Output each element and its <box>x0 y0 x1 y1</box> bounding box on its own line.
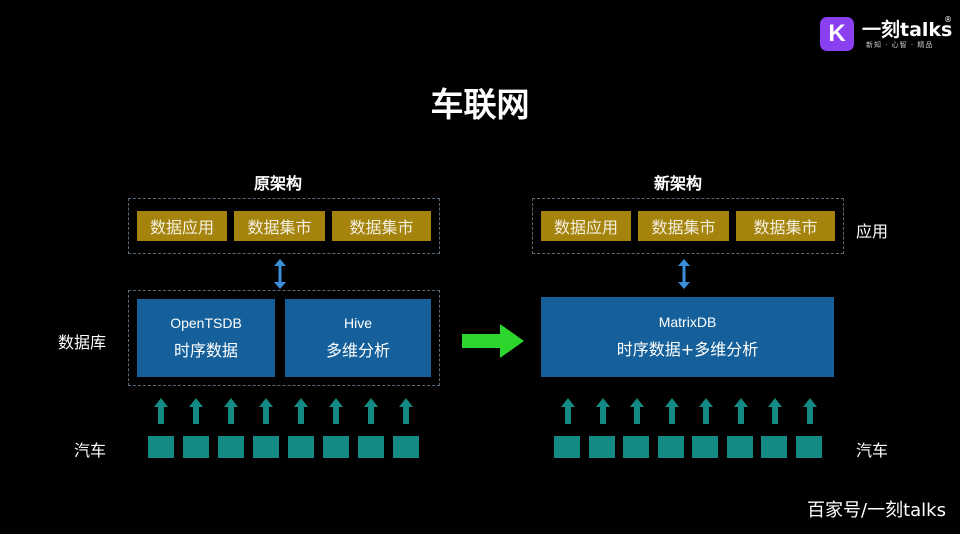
right-connector-arrow <box>678 259 690 289</box>
db-label: 数据库 <box>58 333 107 352</box>
hive-name: Hive <box>343 315 372 331</box>
car-block <box>657 436 684 458</box>
up-arrow-icon <box>399 398 413 424</box>
up-arrow-icon <box>561 398 575 424</box>
up-arrow-icon <box>294 398 308 424</box>
footer-credit: 百家号/一刻talks <box>807 500 946 521</box>
app-label: 应用 <box>856 222 889 241</box>
matrixdb-box: MatrixDB 时序数据+多维分析 <box>541 297 834 377</box>
hive-desc: 多维分析 <box>325 341 390 360</box>
left-db-group <box>128 290 440 386</box>
left-app-box-2: 数据集市 <box>234 211 325 241</box>
left-app-box-1: 数据应用 <box>137 211 227 241</box>
car-block <box>323 436 349 458</box>
matrixdb-name: MatrixDB <box>658 314 717 330</box>
car-block <box>393 436 419 458</box>
right-heading: 新架构 <box>653 174 702 193</box>
car-label-right: 汽车 <box>856 441 889 460</box>
car-block <box>148 436 174 458</box>
car-label-left: 汽车 <box>74 441 107 460</box>
opentsdb-desc: 时序数据 <box>173 341 238 360</box>
up-arrow-icon <box>664 398 679 424</box>
car-block <box>623 436 649 458</box>
left-connector-arrow <box>274 259 286 289</box>
up-arrow-icon <box>329 398 343 424</box>
up-arrow-icon <box>630 398 644 424</box>
car-block <box>554 436 580 458</box>
brand-tagline: 新知 · 心智 · 精品 <box>866 41 934 49</box>
opentsdb-name: OpenTSDB <box>170 315 242 331</box>
car-block <box>218 436 244 458</box>
car-block <box>358 436 384 458</box>
left-app-box-3: 数据集市 <box>332 211 431 241</box>
up-arrow-icon <box>802 398 817 424</box>
car-block <box>761 436 787 458</box>
migration-arrow <box>462 324 524 358</box>
page-title: 车联网 <box>430 85 530 124</box>
car-block <box>692 436 718 458</box>
car-block <box>253 436 279 458</box>
matrixdb-desc: 时序数据+多维分析 <box>616 340 759 359</box>
up-arrow-icon <box>364 398 378 424</box>
opentsdb-box: OpenTSDB 时序数据 <box>137 299 275 377</box>
right-app-box-3: 数据集市 <box>736 211 835 241</box>
left-heading: 原架构 <box>253 174 302 193</box>
up-arrow-icon <box>733 398 748 424</box>
brand-reg: ® <box>944 15 952 24</box>
logo-letter: K <box>828 20 846 47</box>
up-arrow-icon <box>768 398 782 424</box>
brand-name: 一刻talks <box>862 19 953 41</box>
car-block <box>183 436 209 458</box>
left-app-group <box>128 198 440 254</box>
up-arrow-icon <box>154 398 168 424</box>
car-block <box>726 436 753 458</box>
right-app-box-1: 数据应用 <box>541 211 631 241</box>
up-arrow-icon <box>259 398 273 424</box>
brand-logo: K <box>820 17 854 51</box>
right-app-group <box>532 198 844 254</box>
car-block <box>795 436 822 458</box>
right-app-box-2: 数据集市 <box>638 211 729 241</box>
up-arrow-icon <box>189 398 203 424</box>
up-arrow-icon <box>595 398 610 424</box>
hive-box: Hive 多维分析 <box>285 299 431 377</box>
up-arrow-icon <box>224 398 238 424</box>
car-block <box>588 436 615 458</box>
car-block <box>288 436 314 458</box>
up-arrow-icon <box>699 398 713 424</box>
